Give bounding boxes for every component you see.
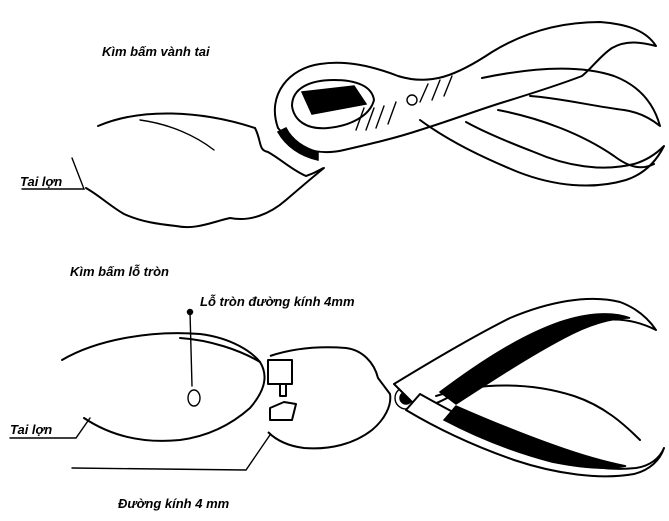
punch-handle-lower (406, 394, 664, 476)
hole-pointer-dot (188, 310, 193, 315)
diameter-pointer (72, 432, 272, 470)
label-round-plier: Kìm bấm lỗ tròn (70, 264, 169, 279)
label-pig-ear-top: Tai lợn (20, 174, 62, 189)
ear-fold-top (140, 120, 214, 150)
hole-punch-figure (10, 299, 664, 476)
notch-handle-lower (420, 120, 664, 186)
label-pig-ear-bottom: Tai lợn (10, 422, 52, 437)
label-hole-diameter: Lỗ tròn đường kính 4mm (200, 294, 355, 309)
punch-pin (280, 384, 286, 396)
notch-handle-inner (498, 110, 654, 167)
label-notch-plier: Kìm bấm vành tai (102, 44, 210, 59)
hole-pointer (190, 312, 192, 386)
punched-hole (188, 390, 200, 406)
punch-upper-tip (268, 360, 292, 384)
label-diameter: Đường kính 4 mm (118, 496, 230, 511)
